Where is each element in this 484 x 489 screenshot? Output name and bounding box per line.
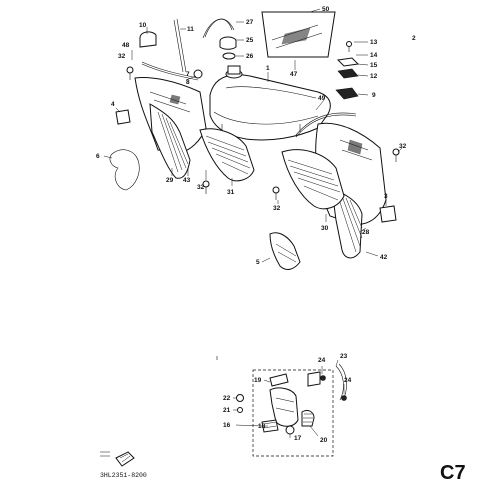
leader-lines-lower xyxy=(233,359,345,438)
callout-24-b: 24 xyxy=(344,377,352,384)
cover-icon xyxy=(100,451,135,467)
callout-15: 15 xyxy=(370,62,378,69)
callout-28: 28 xyxy=(362,229,370,236)
callout-32-b: 32 xyxy=(197,184,205,191)
callout-labels: 10 11 27 25 26 50 47 1 13 14 15 12 9 48 … xyxy=(96,6,416,444)
left-side-cover xyxy=(115,77,207,179)
callout-14: 14 xyxy=(370,52,378,59)
callout-5: 5 xyxy=(256,259,260,266)
callout-49: 49 xyxy=(318,95,326,102)
document-code: 3HL2351-8200 xyxy=(100,472,147,479)
callout-4: 4 xyxy=(111,101,115,108)
callout-10: 10 xyxy=(139,22,147,29)
page-code: C7 xyxy=(440,462,466,484)
callout-3: 3 xyxy=(384,193,388,200)
callout-6: 6 xyxy=(96,153,100,160)
callout-47: 47 xyxy=(290,71,298,78)
callout-21: 21 xyxy=(223,407,231,414)
callout-22: 22 xyxy=(223,395,231,402)
callout-50: 50 xyxy=(322,6,330,13)
callout-26: 26 xyxy=(246,53,254,60)
fuel-cock-assembly xyxy=(216,356,347,457)
callout-7: 7 xyxy=(186,71,190,78)
callout-29: 29 xyxy=(166,177,174,184)
callout-12: 12 xyxy=(370,73,378,80)
callout-19: 19 xyxy=(254,377,262,384)
callout-31: 31 xyxy=(227,189,235,196)
callout-17: 17 xyxy=(294,435,302,442)
callout-27: 27 xyxy=(246,19,254,26)
decal-sheet xyxy=(261,11,336,58)
callout-9: 9 xyxy=(372,92,376,99)
left-scoop-grille xyxy=(199,128,255,182)
right-scoop-grille xyxy=(281,149,345,210)
callout-8: 8 xyxy=(186,79,190,86)
callout-48: 48 xyxy=(122,42,130,49)
callout-20: 20 xyxy=(320,437,328,444)
callout-13: 13 xyxy=(370,39,378,46)
callout-1: 1 xyxy=(266,65,270,72)
leader-lines-upper xyxy=(103,8,403,263)
fuel-tank xyxy=(209,65,331,141)
callout-25: 25 xyxy=(246,37,254,44)
emblem-decals xyxy=(109,149,301,270)
breather-cap xyxy=(139,31,157,48)
callout-18: 18 xyxy=(258,423,266,430)
bolts xyxy=(126,66,400,200)
callout-42: 42 xyxy=(380,254,388,261)
fuel-cap-assembly xyxy=(202,18,237,60)
callout-23: 23 xyxy=(340,353,348,360)
breather-pipe xyxy=(173,18,187,73)
callout-32-c: 32 xyxy=(273,205,281,212)
callout-11: 11 xyxy=(187,26,194,33)
callout-2: 2 xyxy=(412,35,416,42)
callout-24-a: 24 xyxy=(318,357,326,364)
callout-32-a: 32 xyxy=(118,53,126,60)
callout-30: 30 xyxy=(321,225,329,232)
callout-16: 16 xyxy=(223,422,231,429)
callout-32-d: 32 xyxy=(399,143,407,150)
callout-43: 43 xyxy=(183,177,191,184)
